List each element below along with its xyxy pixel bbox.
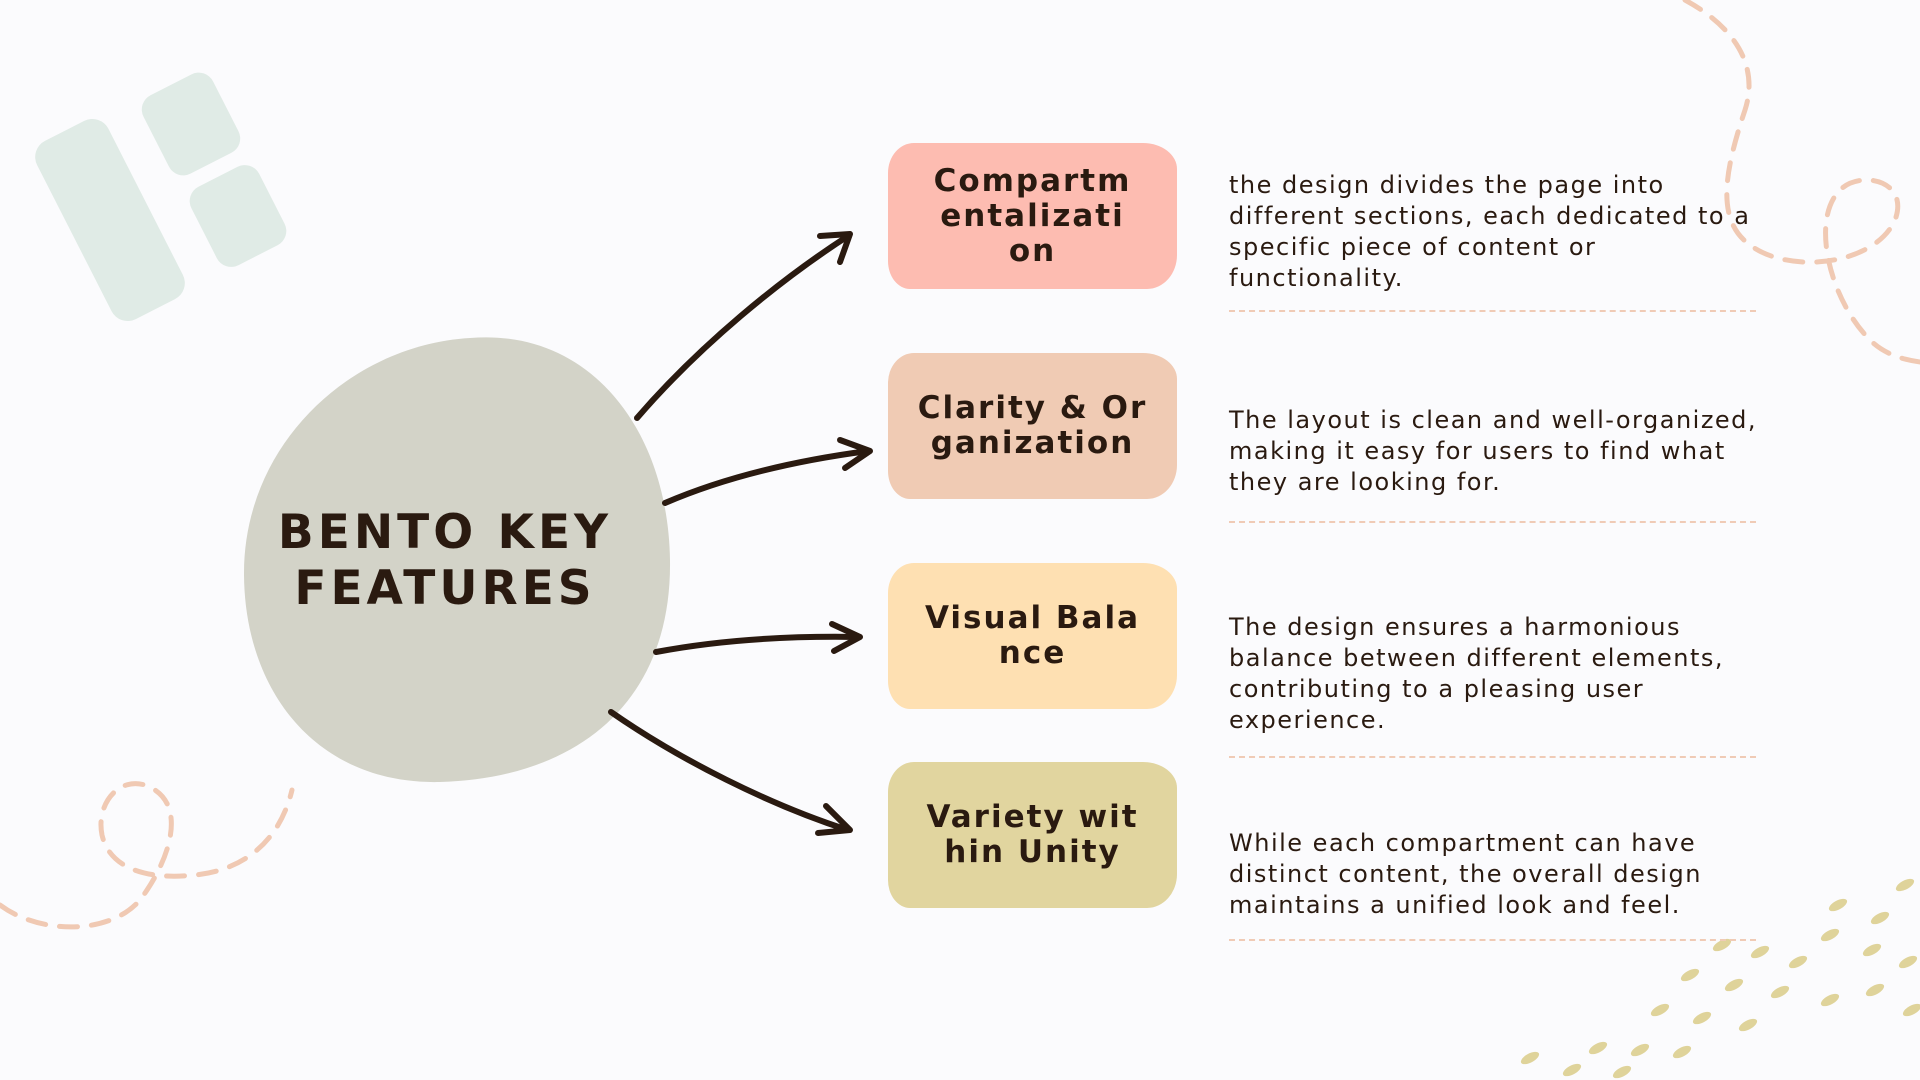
center-title: BENTO KEY FEATURES: [230, 505, 660, 617]
feature-label: Compartmentalization: [933, 162, 1132, 269]
dashed-divider: [1229, 310, 1756, 312]
feature-card-compartmentalization: Compartmentalization: [888, 143, 1177, 289]
center-title-line-2: FEATURES: [294, 561, 596, 616]
feature-description: the design divides the page into differe…: [1229, 171, 1751, 292]
bento-grid-icon: [35, 72, 287, 322]
feature-description: The layout is clean and well-organized, …: [1229, 406, 1758, 496]
center-title-line-1: BENTO KEY: [277, 505, 613, 560]
center-blob: [243, 337, 671, 783]
feature-label: Visual Balance: [924, 600, 1141, 671]
dashed-divider: [1229, 939, 1756, 941]
feature-description: While each compartment can have distinct…: [1229, 829, 1702, 919]
feature-label: Variety within Unity: [926, 799, 1139, 870]
feature-card-visual-balance: Visual Balance: [888, 563, 1177, 709]
arrow-icon-3: [653, 621, 863, 655]
arrow-icon-2: [662, 437, 873, 506]
feature-description: The design ensures a harmonious balance …: [1229, 613, 1725, 734]
feature-card-clarity-organization: Clarity & Organization: [888, 353, 1177, 499]
arrow-icon-1: [634, 231, 853, 421]
arrow-icon-4: [608, 709, 853, 836]
dash-dots-decoration: [1520, 878, 1920, 1079]
feature-label: Clarity & Organization: [917, 390, 1148, 461]
dashed-divider: [1229, 756, 1756, 758]
arrows: [608, 231, 873, 836]
dashed-loop-decoration-top-right: [1682, 0, 1920, 365]
dashed-loop-decoration-bottom-left: [0, 781, 295, 930]
dashed-divider: [1229, 521, 1756, 523]
feature-card-variety-within-unity: Variety within Unity: [888, 762, 1177, 908]
